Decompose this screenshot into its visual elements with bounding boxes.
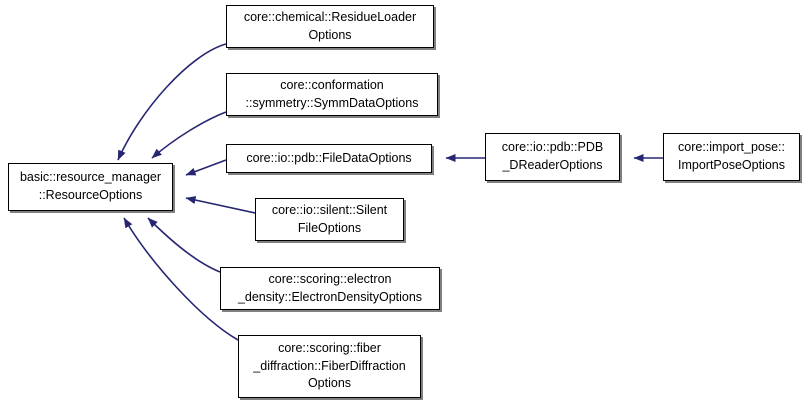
class-node-residue-loader-options[interactable]: core::chemical::ResidueLoader Options [226,5,434,48]
class-node-label: basic::resource_manager ::ResourceOption… [19,170,162,202]
class-node-pdb-dreader-options[interactable]: core::io::pdb::PDB _DReaderOptions [485,133,620,181]
class-node-label: core::import_pose:: ImportPoseOptions [678,140,785,172]
class-node-symm-data-options[interactable]: core::conformation ::symmetry::SymmDataO… [226,73,438,116]
class-node-label: core::io::silent::Silent FileOptions [271,202,388,235]
class-node-label: core::conformation ::symmetry::SymmDataO… [245,77,419,110]
class-node-silent-file-options[interactable]: core::io::silent::Silent FileOptions [255,198,404,241]
class-node-label: core::chemical::ResidueLoader Options [243,9,417,42]
class-node-label: core::io::pdb::FileDataOptions [246,150,412,165]
class-node-electron-density-options[interactable]: core::scoring::electron _density::Electr… [220,267,440,310]
class-node-fiber-diffraction-options[interactable]: core::scoring::fiber _diffraction::Fiber… [238,335,421,398]
class-node-label: core::scoring::electron _density::Electr… [237,271,423,304]
edge-silent-file-to-base [185,196,256,214]
class-node-import-pose-options[interactable]: core::import_pose:: ImportPoseOptions [663,133,800,181]
edge-electron-density-to-base [147,217,221,273]
class-node-resource-options[interactable]: basic::resource_manager ::ResourceOption… [8,163,173,211]
class-node-file-data-options[interactable]: core::io::pdb::FileDataOptions [226,144,432,173]
edge-symm-data-to-base [151,111,227,159]
class-node-label: core::scoring::fiber _diffraction::Fiber… [253,340,406,391]
class-node-label: core::io::pdb::PDB _DReaderOptions [501,140,604,172]
edge-file-data-to-base [185,159,227,176]
edge-residue-loader-to-base [117,43,227,161]
